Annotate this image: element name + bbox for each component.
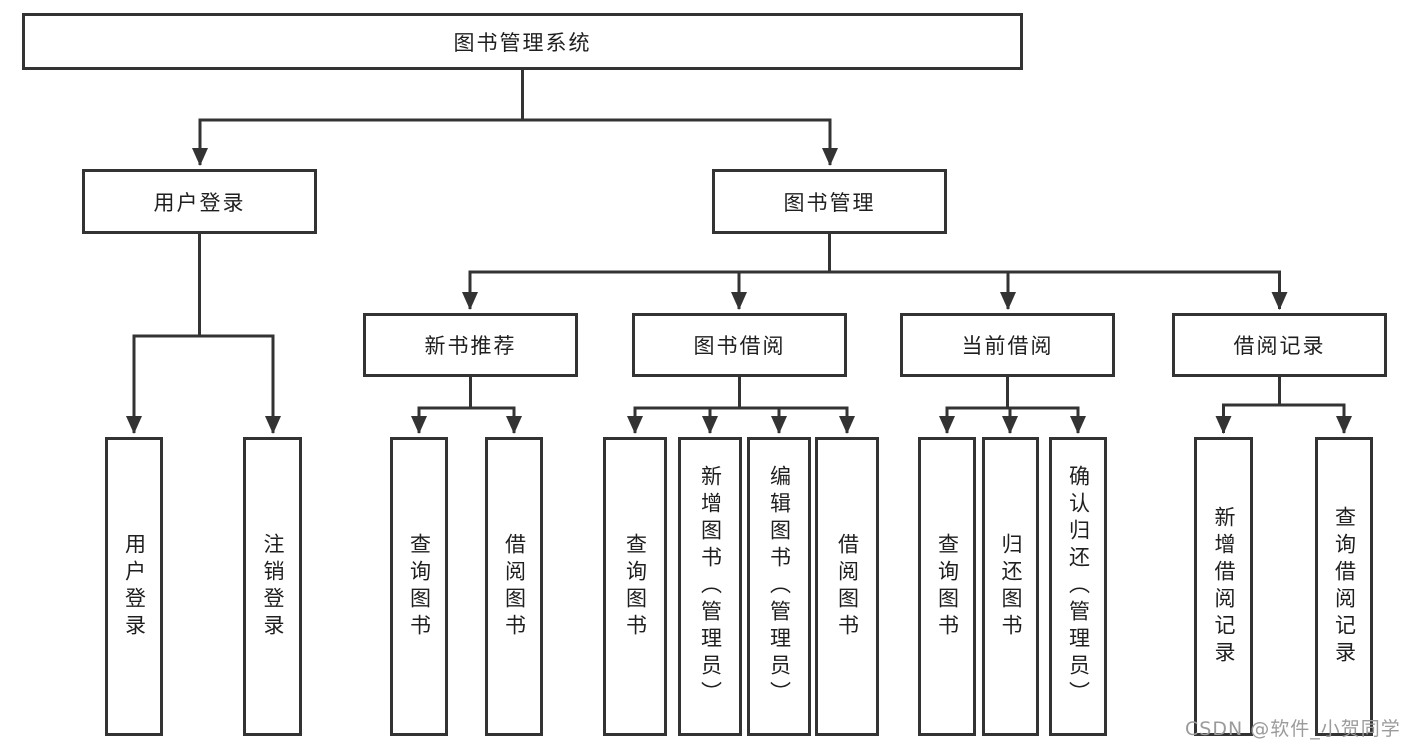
node-label: 借阅图书 [502,532,527,641]
node-book-management: 图书管理 [712,169,947,234]
leaf-query-books-recommend: 查询图书 [390,437,448,736]
node-label: 编辑图书（管理员） [767,465,792,708]
leaf-add-borrow-record: 新增借阅记录 [1194,437,1253,736]
node-new-book-recommend: 新书推荐 [363,313,578,377]
csdn-watermark: CSDN @软件_小贺同学 [1185,718,1401,740]
node-label: 借阅记录 [1233,334,1326,358]
node-current-borrowing: 当前借阅 [900,313,1115,377]
leaf-add-books-admin: 新增图书（管理员） [678,437,742,736]
node-label: 注销登录 [261,532,285,641]
leaf-user-login: 用户登录 [105,437,163,736]
leaf-return-books: 归还图书 [982,437,1039,736]
node-library-management-system: 图书管理系统 [22,13,1023,70]
node-label: 查询图书 [407,532,432,641]
node-label: 当前借阅 [961,334,1054,358]
leaf-query-borrow-record: 查询借阅记录 [1315,437,1373,736]
node-label: 用户登录 [153,190,246,215]
node-label: 查询借阅记录 [1332,505,1357,668]
node-book-borrowing: 图书借阅 [632,313,847,377]
leaf-edit-books-admin: 编辑图书（管理员） [747,437,811,736]
leaf-query-books-borrowing: 查询图书 [603,437,667,736]
node-user-login: 用户登录 [82,169,317,234]
node-label: 归还图书 [999,532,1023,641]
leaf-confirm-return-admin: 确认归还（管理员） [1049,437,1107,736]
node-label: 查询图书 [935,532,960,641]
node-label: 用户登录 [122,532,147,641]
node-label: 新增借阅记录 [1212,505,1236,668]
leaf-query-books-current: 查询图书 [918,437,976,736]
node-label: 图书借阅 [693,334,786,358]
node-label: 新书推荐 [424,334,517,358]
leaf-borrow-books: 借阅图书 [815,437,879,736]
leaf-logout-login: 注销登录 [243,437,302,736]
node-borrowing-records: 借阅记录 [1172,313,1387,377]
node-label: 图书管理 [783,190,876,215]
node-label: 查询图书 [623,532,648,641]
node-label: 图书管理系统 [453,30,592,55]
node-label: 确认归还（管理员） [1066,465,1091,708]
node-label: 新增图书（管理员） [698,465,723,708]
node-label: 借阅图书 [835,532,860,641]
leaf-borrow-books-recommend: 借阅图书 [485,437,543,736]
